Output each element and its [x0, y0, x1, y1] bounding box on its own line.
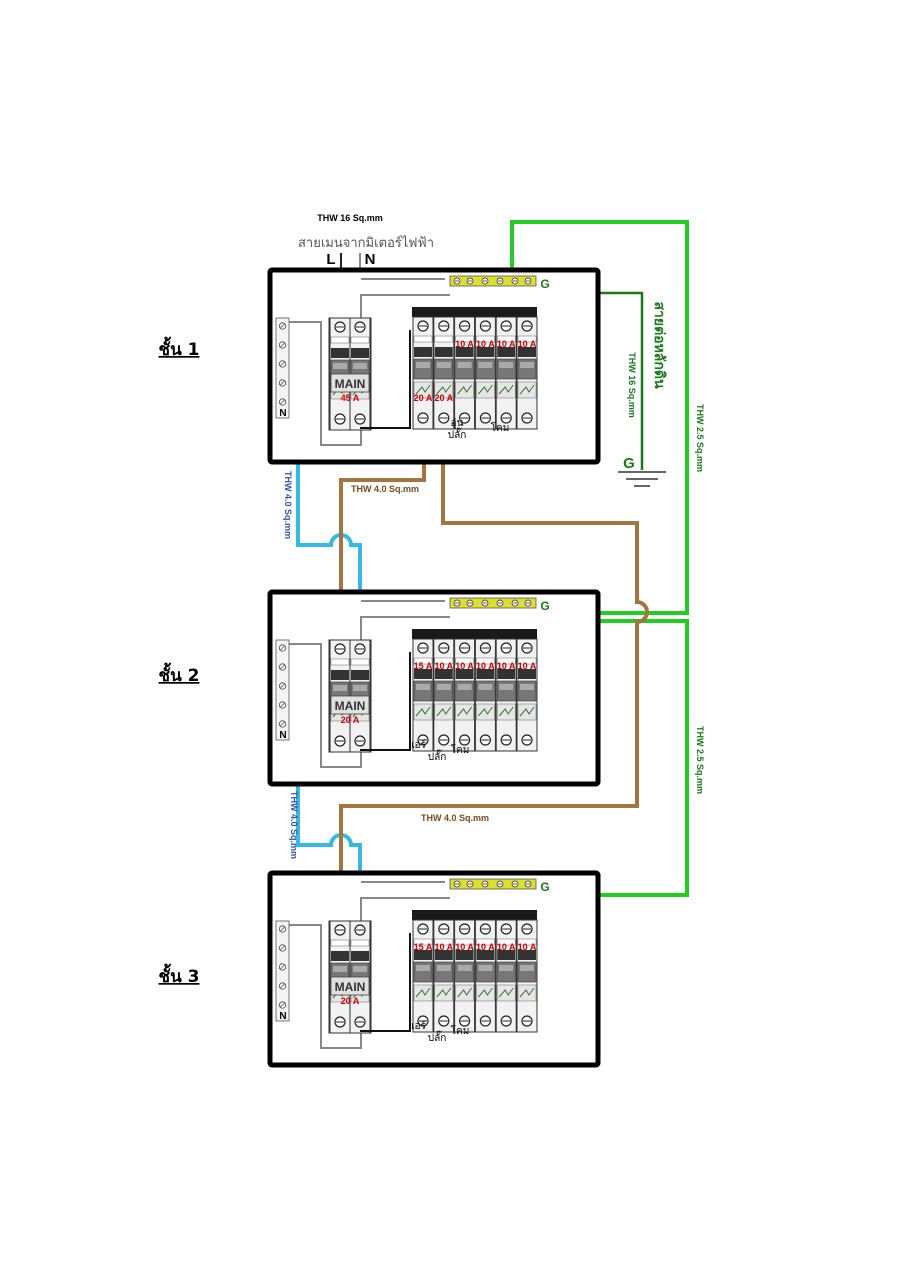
neutral-bar: N	[275, 920, 290, 1022]
branch-breaker: 10 A	[433, 919, 455, 1033]
main-breaker-label: MAIN	[335, 980, 366, 994]
breaker-rating: 10 A	[518, 661, 537, 671]
feeder-wire-1-2-label: THW 4.0 Sq.mm	[351, 484, 419, 494]
ground-bus-bar: G	[449, 597, 550, 613]
branch-breaker: 10 A	[474, 638, 496, 752]
breaker-rating: 15 A	[414, 942, 433, 952]
breaker-rating: 10 A	[455, 942, 474, 952]
breaker-rating: 10 A	[434, 942, 453, 952]
branch-breaker: 10 A	[516, 638, 538, 752]
breaker-rating: 10 A	[518, 942, 537, 952]
breaker-rating: 10 A	[497, 661, 516, 671]
branch-breaker: 10 A	[474, 919, 496, 1033]
circuit-label: ปลั๊ก	[428, 1030, 447, 1044]
neutral-bar: N	[275, 317, 290, 419]
ground-rod-cable-label: THW 16 Sq.mm	[627, 352, 637, 418]
main-breaker-label: MAIN	[335, 699, 366, 713]
neutral-bar-label: N	[279, 730, 286, 741]
ground-bus-label: G	[540, 880, 549, 894]
ground-bus-bar: G	[449, 878, 550, 894]
main-breaker: MAIN 45 A	[328, 317, 372, 431]
breaker-rating: 10 A	[476, 661, 495, 671]
main-supply-label: สายเมนจากมิเตอร์ไฟฟ้า	[298, 235, 434, 251]
ground-rod-label: สายต่อหลักดิน	[651, 301, 667, 388]
breaker-rating: 10 A	[518, 339, 537, 349]
branch-breaker: 10 A	[433, 638, 455, 752]
main-breaker-rating: 20 A	[341, 996, 360, 1006]
ground-bus-bar: G	[449, 275, 550, 291]
breaker-rating: 10 A	[455, 339, 474, 349]
neutral-wire-2-3-label: THW 4.0 Sq.mm	[289, 791, 299, 859]
branch-breaker: 20 A	[412, 316, 434, 430]
ground-bus-label: G	[540, 599, 549, 613]
circuit-label: โคม	[491, 421, 510, 434]
branch-breaker: 10 A	[495, 316, 517, 430]
circuit-label: โคม	[451, 1024, 470, 1037]
breaker-rating: 10 A	[497, 942, 516, 952]
branch-breaker: 10 A	[454, 316, 476, 430]
breaker-rating: 10 A	[476, 339, 495, 349]
circuit-label: ปลั๊ก	[428, 749, 447, 763]
breaker-rating: 10 A	[434, 661, 453, 671]
neutral-wire-1-2-label: THW 4.0 Sq.mm	[283, 471, 293, 539]
floor-label: ชั้น 2	[159, 662, 200, 686]
ground-bus-label: G	[540, 277, 549, 291]
branch-breaker: 10 A	[495, 638, 517, 752]
breaker-rating: 20 A	[414, 393, 433, 403]
branch-breaker: 10 A	[474, 316, 496, 430]
branch-breaker: 10 A	[516, 919, 538, 1033]
neutral-bar: N	[275, 639, 290, 741]
floor-label: ชั้น 1	[159, 336, 200, 360]
main-breaker-label: MAIN	[335, 377, 366, 391]
neutral-bar-label: N	[279, 1011, 286, 1022]
branch-breaker: 10 A	[495, 919, 517, 1033]
breaker-rating: 10 A	[455, 661, 474, 671]
branch-breaker: 15 A	[412, 638, 434, 752]
circuit-label: ปลั๊ก	[448, 427, 467, 441]
main-breaker: MAIN 20 A	[328, 920, 372, 1034]
main-cable-label: THW 16 Sq.mm	[317, 213, 383, 223]
branch-breaker: 20 A	[433, 316, 455, 430]
ground-wire-3-label: THW 2.5 Sq.mm	[695, 726, 705, 794]
branch-breaker: 10 A	[516, 316, 538, 430]
circuit-label: แอร์	[408, 739, 426, 751]
line-label: L	[326, 251, 335, 268]
branch-breaker: 10 A	[454, 638, 476, 752]
ground-wire-2-label: THW 2.5 Sq.mm	[695, 404, 705, 472]
branch-breaker: 15 A	[412, 919, 434, 1033]
main-breaker-rating: 20 A	[341, 715, 360, 725]
breaker-rating: 20 A	[434, 393, 453, 403]
neutral-label: N	[365, 251, 376, 268]
floor-label: ชั้น 3	[159, 963, 200, 987]
circuit-label: โคม	[451, 743, 470, 756]
breaker-rating: 10 A	[497, 339, 516, 349]
branch-breaker: 10 A	[454, 919, 476, 1033]
feeder-wire-1-3	[339, 412, 649, 925]
feeder-wire-1-3-label: THW 4.0 Sq.mm	[421, 813, 489, 823]
main-breaker: MAIN 20 A	[328, 639, 372, 753]
breaker-rating: 10 A	[476, 942, 495, 952]
breaker-rating: 15 A	[414, 661, 433, 671]
neutral-bar-label: N	[279, 408, 286, 419]
earth-label: G	[623, 455, 635, 472]
earth-symbol	[618, 471, 666, 487]
circuit-label: อุ่น	[451, 418, 464, 429]
main-breaker-rating: 45 A	[341, 393, 360, 403]
circuit-label: แอร์	[408, 1020, 426, 1032]
